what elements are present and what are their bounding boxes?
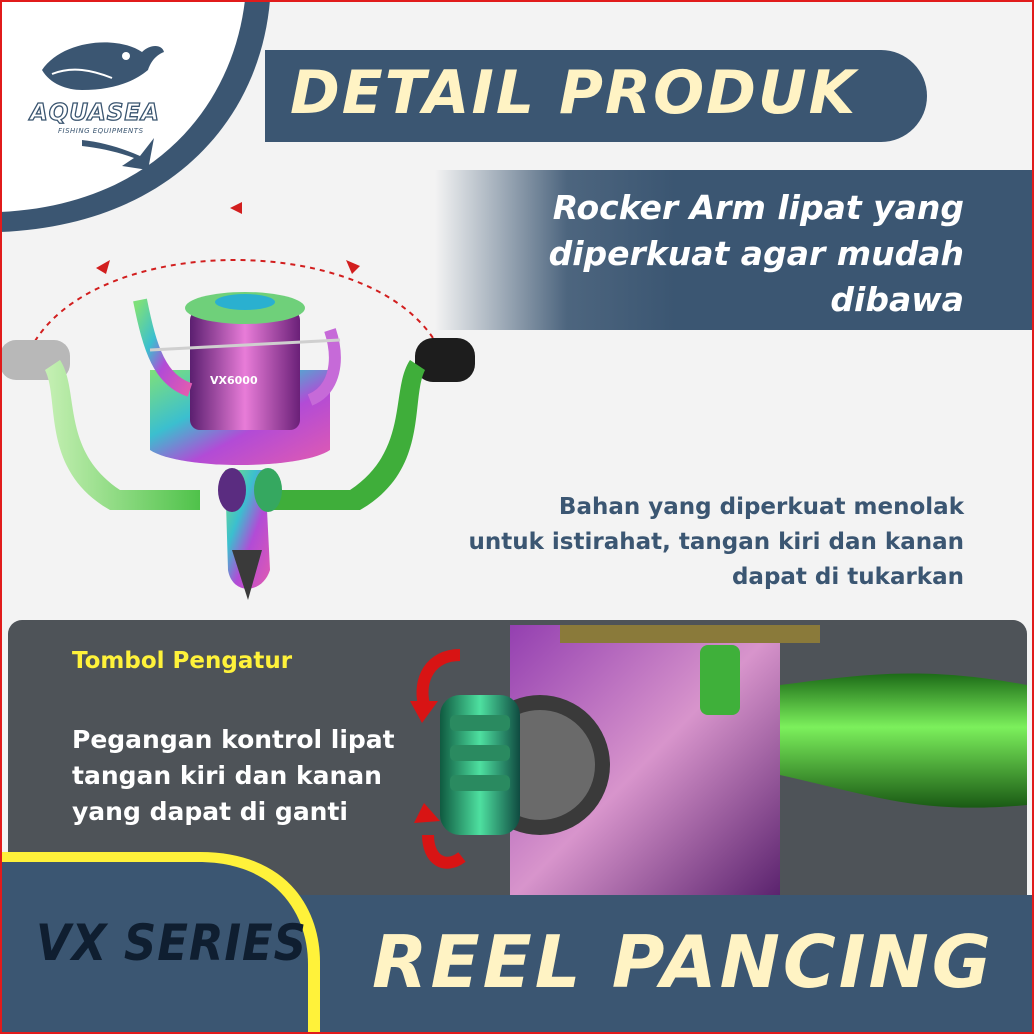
knob-title: Tombol Pengatur	[72, 648, 293, 674]
page-title: DETAIL PRODUK	[290, 58, 858, 128]
feature-material: Bahan yang diperkuat menolak untuk istir…	[444, 490, 965, 595]
series-badge	[0, 852, 320, 1034]
feature-line: diperkuat agar mudah	[548, 234, 964, 273]
brand-name: AQUASEA	[29, 99, 160, 126]
feature-line: dibawa	[830, 280, 964, 319]
feature-line: dapat di tukarkan	[731, 564, 964, 590]
reel-model-label: VX6000	[210, 374, 258, 387]
brand-tagline: FISHING EQUIPMENTS	[58, 127, 144, 135]
product-name: REEL PANCING	[372, 920, 994, 1004]
rotate-arrow-icon	[416, 649, 461, 707]
feature-banner	[435, 170, 1034, 330]
knob-closeup-image	[410, 625, 1027, 900]
knob-line: Pegangan kontrol lipat	[72, 725, 395, 754]
series-label: VX SERIES	[36, 914, 307, 972]
knob-line: tangan kiri dan kanan	[72, 761, 382, 790]
feature-line: Rocker Arm lipat yang	[552, 188, 964, 227]
knob-line: yang dapat di ganti	[72, 797, 349, 826]
title-banner	[265, 50, 927, 142]
feature-line: untuk istirahat, tangan kiri dan kanan	[468, 529, 965, 555]
reel-product-image: VX6000	[0, 202, 475, 600]
fish-logo-icon	[42, 42, 164, 170]
feature-line: Bahan yang diperkuat menolak	[558, 494, 964, 520]
feature-rocker-arm: Rocker Arm lipat yang diperkuat agar mud…	[444, 185, 964, 323]
knob-description: Pegangan kontrol lipat tangan kiri dan k…	[72, 722, 402, 830]
